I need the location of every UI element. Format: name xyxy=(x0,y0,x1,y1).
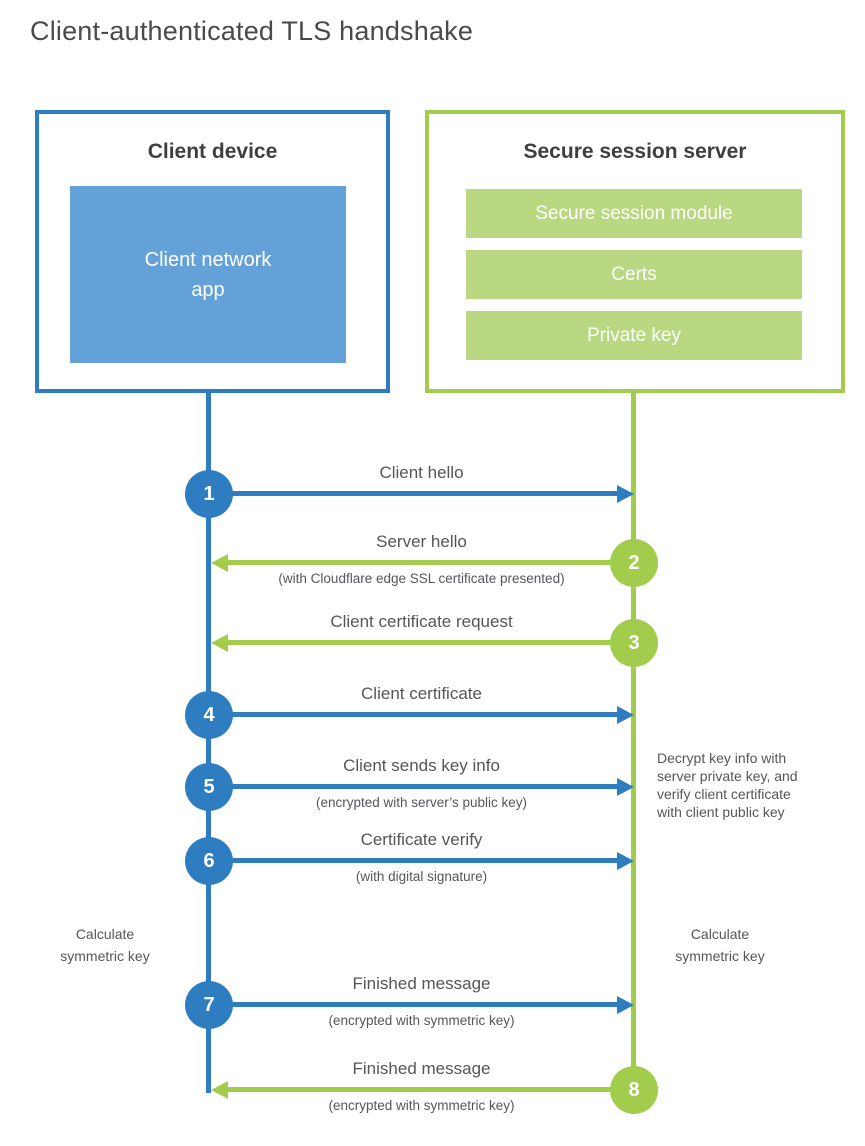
message-label: Client certificate request xyxy=(330,612,513,631)
step-badge-1: 1 xyxy=(185,470,233,518)
arrow-line xyxy=(209,784,618,789)
step-badge-6: 6 xyxy=(185,837,233,885)
arrow-head-right-icon xyxy=(617,852,634,870)
message-label: Finished message xyxy=(352,1059,491,1078)
message-sublabel: (encrypted with server’s public key) xyxy=(315,795,528,810)
step-badge-5: 5 xyxy=(185,763,233,811)
decrypt-key-note: Decrypt key info with server private key… xyxy=(657,750,798,820)
page-title: Client-authenticated TLS handshake xyxy=(30,16,474,46)
arrow-head-left-icon xyxy=(211,634,228,652)
message-label: Client sends key info xyxy=(343,756,500,775)
message-label: Finished message xyxy=(352,974,491,993)
message-sublabel: (with Cloudflare edge SSL certificate pr… xyxy=(278,571,565,586)
server-module-bar: Secure session module xyxy=(466,189,802,238)
arrow-line xyxy=(227,560,634,565)
calculate-symmetric-key-right: Calculate symmetric key xyxy=(675,926,765,964)
client-lifeline xyxy=(206,391,211,1093)
calculate-symmetric-key-left: Calculate symmetric key xyxy=(60,926,150,964)
arrow-head-left-icon xyxy=(211,1081,228,1099)
message-sublabel: (encrypted with symmetric key) xyxy=(328,1013,515,1028)
step-badge-2: 2 xyxy=(610,539,658,587)
message-label: Client hello xyxy=(379,463,464,482)
arrow-head-right-icon xyxy=(617,706,634,724)
server-module-bar: Certs xyxy=(466,250,802,299)
arrow-head-right-icon xyxy=(617,778,634,796)
arrow-head-right-icon xyxy=(617,485,634,503)
arrow-line xyxy=(227,1087,634,1092)
secure-session-server-title: Secure session server xyxy=(523,140,747,163)
client-network-app-box: Client network app xyxy=(70,186,346,363)
client-device-title: Client device xyxy=(147,140,278,163)
arrow-line xyxy=(209,1002,618,1007)
message-sublabel: (encrypted with symmetric key) xyxy=(328,1098,515,1113)
message-label: Client certificate xyxy=(361,684,482,703)
message-label: Server hello xyxy=(376,532,467,551)
server-module-bar: Private key xyxy=(466,311,802,360)
arrow-line xyxy=(227,640,634,645)
message-sublabel: (with digital signature) xyxy=(355,869,488,884)
arrow-line xyxy=(209,712,618,717)
step-badge-8: 8 xyxy=(610,1066,658,1114)
server-lifeline xyxy=(631,391,636,1114)
arrow-head-left-icon xyxy=(211,554,228,572)
arrow-head-right-icon xyxy=(617,996,634,1014)
step-badge-4: 4 xyxy=(185,691,233,739)
step-badge-3: 3 xyxy=(610,619,658,667)
arrow-line xyxy=(209,858,618,863)
arrow-line xyxy=(209,491,618,496)
message-label: Certificate verify xyxy=(360,830,483,849)
step-badge-7: 7 xyxy=(185,981,233,1029)
